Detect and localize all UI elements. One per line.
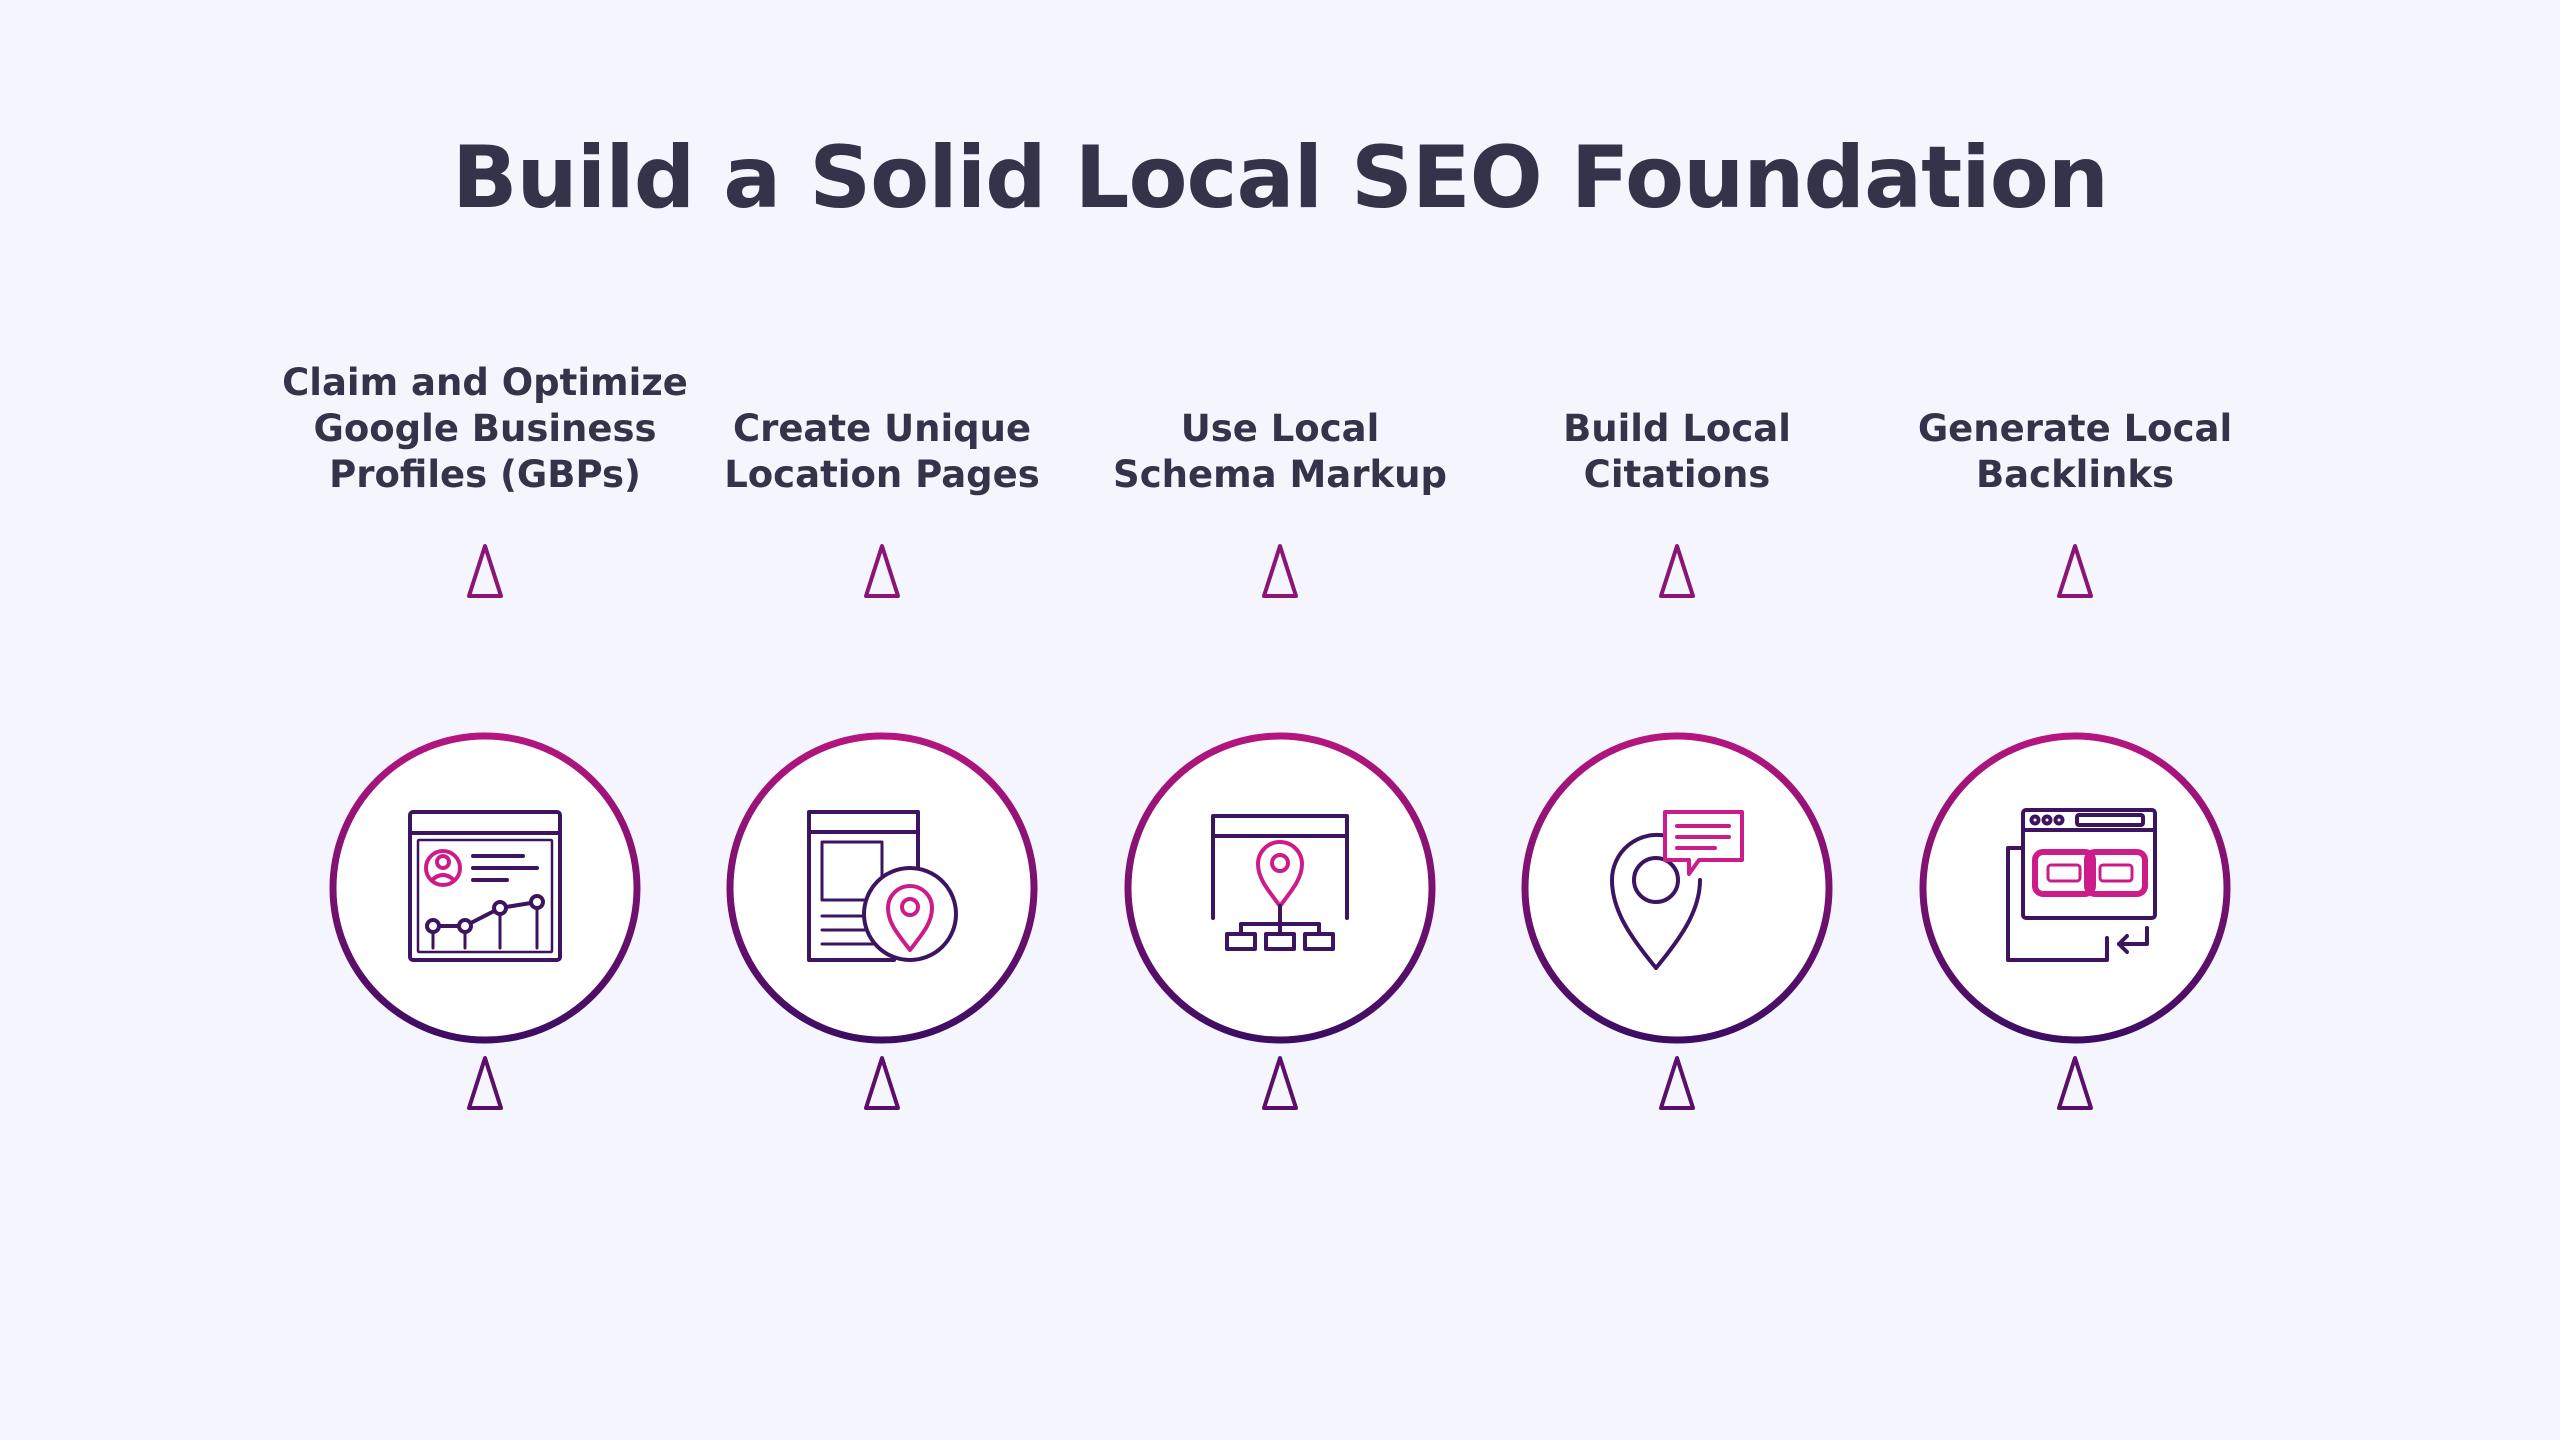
step-local-citations: Build Local Citations — [1467, 0, 1887, 1440]
step-ring — [1124, 732, 1436, 1044]
arrow-up-icon — [467, 544, 503, 598]
arrow-up-icon — [2057, 1056, 2093, 1110]
schema-markup-icon — [1211, 814, 1349, 951]
step-schema-markup: Use Local Schema Markup — [1070, 0, 1490, 1440]
step-label: Generate Local Backlinks — [1917, 407, 2233, 496]
location-page-icon — [807, 810, 958, 962]
citation-pin-icon — [1609, 810, 1744, 970]
arrow-up-icon — [2057, 544, 2093, 598]
backlink-chain-icon — [2006, 808, 2157, 962]
arrow-up-icon — [467, 1056, 503, 1110]
arrow-up-icon — [864, 1056, 900, 1110]
page-title: Build a Solid Local SEO Foundation — [451, 128, 2109, 228]
arrow-up-icon — [864, 544, 900, 598]
arrow-up-icon — [1262, 544, 1298, 598]
step-label: Claim and Optimize Google Business Profi… — [282, 361, 688, 496]
arrow-up-icon — [1659, 1056, 1695, 1110]
step-diagram — [1521, 544, 1833, 1290]
step-location-pages: Create Unique Location Pages — [672, 0, 1092, 1440]
step-diagram — [329, 544, 641, 1290]
step-label: Use Local Schema Markup — [1113, 407, 1447, 496]
step-label: Create Unique Location Pages — [724, 407, 1040, 496]
step-diagram — [1124, 544, 1436, 1290]
step-diagram — [726, 544, 1038, 1290]
step-ring — [329, 732, 641, 1044]
arrow-up-icon — [1659, 544, 1695, 598]
arrow-up-icon — [1262, 1056, 1298, 1110]
step-diagram — [1919, 544, 2231, 1290]
step-local-backlinks: Generate Local Backlinks — [1865, 0, 2285, 1440]
business-profile-dashboard-icon — [408, 810, 562, 962]
step-claim-gbp: Claim and Optimize Google Business Profi… — [275, 0, 695, 1440]
step-label: Build Local Citations — [1563, 407, 1791, 496]
